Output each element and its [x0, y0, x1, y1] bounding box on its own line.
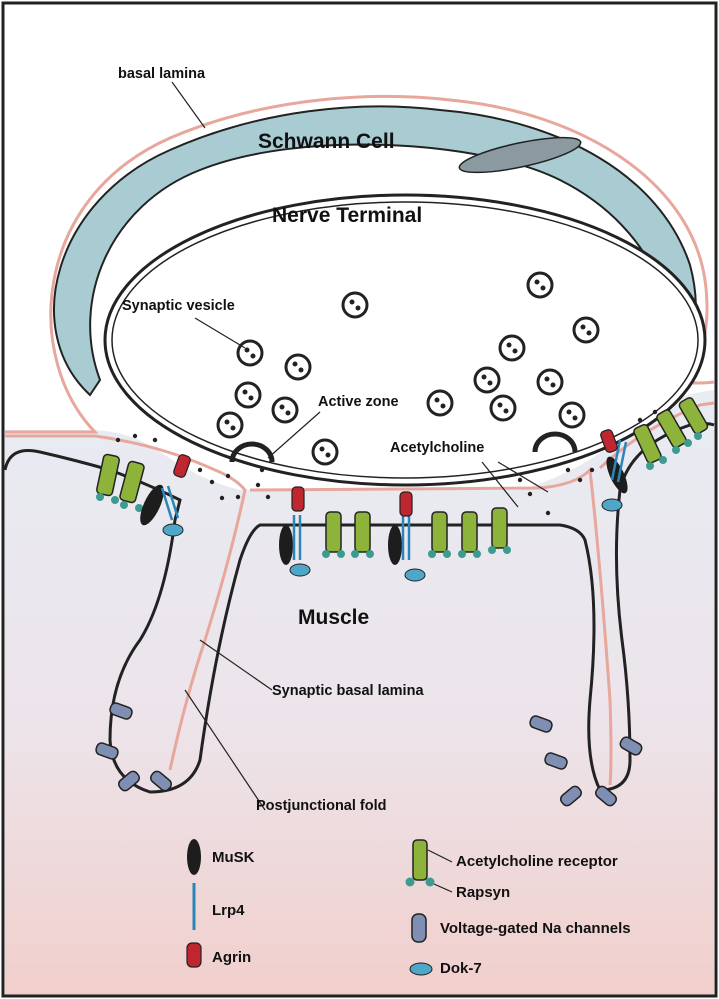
vesicle — [574, 318, 598, 342]
label-muscle: Muscle — [298, 606, 369, 629]
label-active-zone: Active zone — [318, 394, 399, 410]
vesicle — [236, 383, 260, 407]
vesicle — [560, 403, 584, 427]
legend-dok7: Dok-7 — [410, 960, 482, 977]
label-synaptic-basal-lamina: Synaptic basal lamina — [272, 683, 424, 699]
dok7 — [290, 564, 310, 576]
dok7 — [405, 569, 425, 581]
agrin — [292, 487, 304, 511]
vesicle — [475, 368, 499, 392]
label-basal-lamina: basal lamina — [118, 66, 206, 82]
agrin — [400, 492, 412, 516]
musk — [279, 525, 293, 565]
legend-agrin-label: Agrin — [212, 949, 251, 966]
vesicle — [238, 341, 262, 365]
achr — [351, 512, 374, 558]
legend-na-label: Voltage-gated Na channels — [440, 920, 631, 937]
musk — [388, 525, 402, 565]
vesicle — [273, 398, 297, 422]
vesicle — [286, 355, 310, 379]
label-postjunctional-fold: Postjunctional fold — [256, 798, 387, 814]
vesicle — [313, 440, 337, 464]
achr — [428, 512, 451, 558]
legend-musk-label: MuSK — [212, 849, 255, 866]
achr — [488, 508, 511, 554]
legend-rapsyn-label: Rapsyn — [456, 884, 510, 901]
dok7 — [163, 524, 183, 536]
legend-dok7-label: Dok-7 — [440, 960, 482, 977]
label-nerve-terminal: Nerve Terminal — [272, 204, 422, 227]
dok7 — [602, 499, 622, 511]
label-schwann-cell: Schwann Cell — [258, 130, 395, 153]
achr — [322, 512, 345, 558]
vesicle — [218, 413, 242, 437]
vesicle — [528, 273, 552, 297]
vesicle — [428, 391, 452, 415]
achr — [458, 512, 481, 558]
vesicle — [343, 293, 367, 317]
vesicle — [538, 370, 562, 394]
label-synaptic-vesicle: Synaptic vesicle — [122, 298, 235, 314]
legend-lrp4-label: Lrp4 — [212, 902, 245, 919]
legend-achr-label: Acetylcholine receptor — [456, 853, 618, 870]
vesicle — [491, 396, 515, 420]
label-acetylcholine: Acetylcholine — [390, 440, 484, 456]
vesicle — [500, 336, 524, 360]
